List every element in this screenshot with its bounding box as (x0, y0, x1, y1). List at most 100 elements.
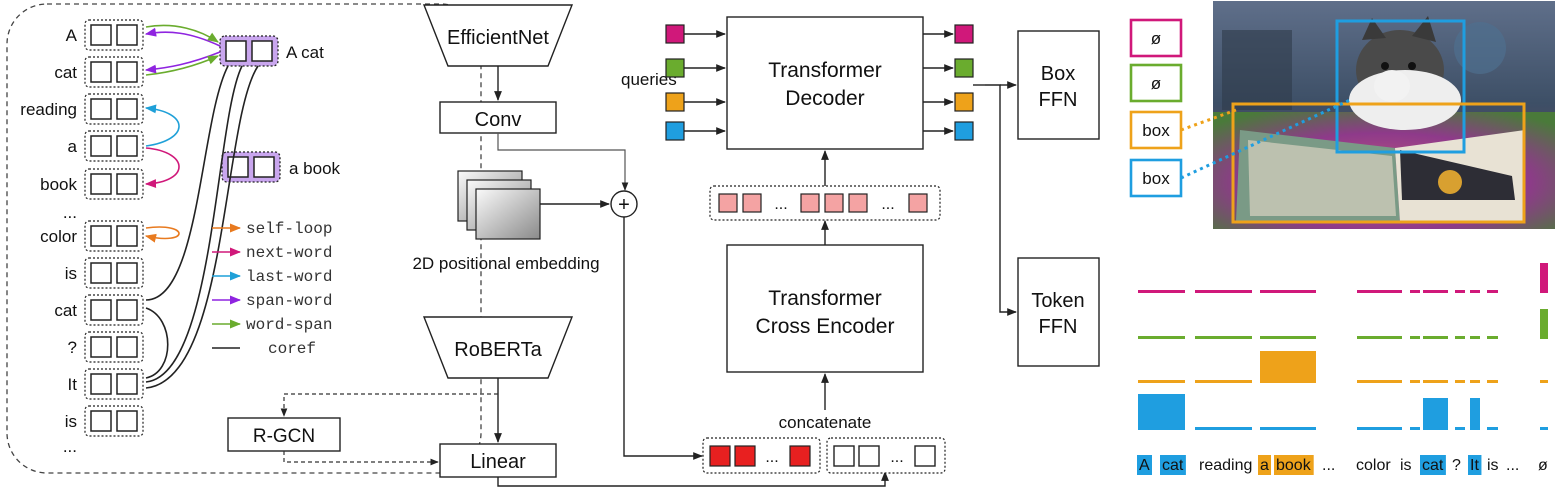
box-prediction: ø (1129, 18, 1183, 58)
token-word-highlight (1160, 455, 1186, 475)
edge-word-span-cat (145, 55, 220, 76)
token-prob-low (1423, 336, 1448, 339)
box-ffn-block: Box FFN (1017, 30, 1100, 140)
word-node-cell (116, 61, 138, 83)
span-node-a-book: a book (221, 151, 341, 183)
word-node-cell (90, 336, 112, 358)
token-prob-low (1470, 336, 1480, 339)
legend-item: next-word (212, 244, 332, 262)
arrow-roberta-rgcn (280, 393, 498, 417)
word-node-cell (116, 373, 138, 395)
token-word-text: is (1487, 457, 1499, 474)
legend-item: coref (212, 340, 316, 358)
word-node-cell (90, 262, 112, 284)
token-word-text: It (1470, 457, 1479, 474)
token-word-text: ... (1322, 457, 1335, 474)
legend-item: word-span (212, 316, 332, 334)
legend-label: span-word (246, 292, 332, 310)
token-prob-low (1138, 290, 1185, 293)
word-node-cell (116, 410, 138, 432)
word-label: ? (68, 338, 77, 357)
token-prob-low (1487, 336, 1498, 339)
conv-block: Conv (439, 101, 557, 134)
token-word-text: cat (1422, 457, 1444, 474)
image-token-group: ... (702, 437, 821, 474)
box-ffn-label-2: FFN (1039, 89, 1078, 111)
query-embedding (665, 121, 685, 141)
token-prob-high (1540, 263, 1548, 293)
word-node-list: Acatreadingabook...coloriscat?Itis... (20, 19, 144, 456)
word-node-cell (90, 299, 112, 321)
word-node: a (68, 130, 144, 162)
word-node-cell (116, 336, 138, 358)
token-prob-low (1195, 336, 1252, 339)
token-prob-low (1410, 427, 1420, 430)
concatenate-label: concatenate (779, 413, 872, 432)
token-word-text: ø (1538, 457, 1548, 474)
graph-panel-border (6, 3, 482, 474)
link-box-cat (1180, 98, 1351, 180)
word-node-cell (116, 24, 138, 46)
token-word: ... (1322, 457, 1335, 474)
word-node-cell (116, 135, 138, 157)
word-node: book (40, 168, 144, 200)
word-node: is (65, 257, 144, 289)
span-label-a-book: a book (289, 159, 341, 178)
span-label-a-cat: A cat (286, 43, 324, 62)
token-prob-low (1455, 427, 1465, 430)
cat-photo-icon (1213, 1, 1555, 229)
word-node-cell (116, 225, 138, 247)
word-label: ... (63, 437, 77, 456)
memory-ellipsis-1: ... (774, 196, 787, 213)
query-row (665, 121, 974, 141)
token-prob-low (1540, 427, 1548, 430)
token-word: ? (1452, 457, 1461, 474)
bbox-book (1231, 102, 1526, 224)
rgcn-block: R-GCN (227, 417, 341, 452)
edge-last-word (144, 104, 180, 147)
decoder-block: Transformer Decoder (726, 16, 924, 150)
legend-item: last-word (212, 268, 332, 286)
decoder-label-2: Decoder (785, 87, 864, 110)
word-node-cell (90, 410, 112, 432)
legend-label: word-span (246, 316, 332, 334)
box-prediction-label: ø (1151, 29, 1161, 48)
edge-next-word (144, 147, 180, 189)
token-word: ø (1538, 457, 1548, 474)
token-prob-low (1195, 427, 1252, 430)
word-node-cell (90, 135, 112, 157)
efficientnet-block: EfficientNet (422, 4, 574, 67)
query-embedding (665, 58, 685, 78)
legend-item: self-loop (212, 220, 332, 238)
box-prediction-label: box (1142, 169, 1170, 188)
linear-block: Linear (439, 443, 557, 478)
token-word-text: reading (1199, 457, 1252, 474)
token-prob-low (1423, 290, 1448, 293)
legend-label: last-word (246, 268, 332, 286)
token-word: a (1258, 455, 1271, 475)
word-label: is (65, 264, 77, 283)
cross-encoder-label-2: Cross Encoder (756, 315, 895, 338)
word-label: color (40, 227, 77, 246)
box-prediction-frame (1129, 18, 1183, 58)
word-node: ? (68, 331, 144, 363)
token-prob-low (1260, 290, 1316, 293)
token-prediction-chart (1138, 263, 1548, 430)
token-prob-high (1470, 398, 1480, 430)
token-prob-low (1195, 290, 1252, 293)
roberta-label: RoBERTa (454, 339, 542, 361)
token-word-text: is (1400, 457, 1412, 474)
bbox-cat (1335, 19, 1466, 154)
word-node: color (40, 220, 144, 252)
word-node-cell (116, 299, 138, 321)
word-node: A (66, 19, 144, 51)
token-prob-low (1487, 290, 1498, 293)
token-prob-low (1470, 380, 1480, 383)
token-word-text: A (1139, 457, 1150, 474)
token-prob-low (1410, 336, 1420, 339)
word-label: It (68, 375, 78, 394)
query-embedding (665, 92, 685, 112)
token-prob-high (1540, 309, 1548, 339)
word-node-cell (116, 262, 138, 284)
